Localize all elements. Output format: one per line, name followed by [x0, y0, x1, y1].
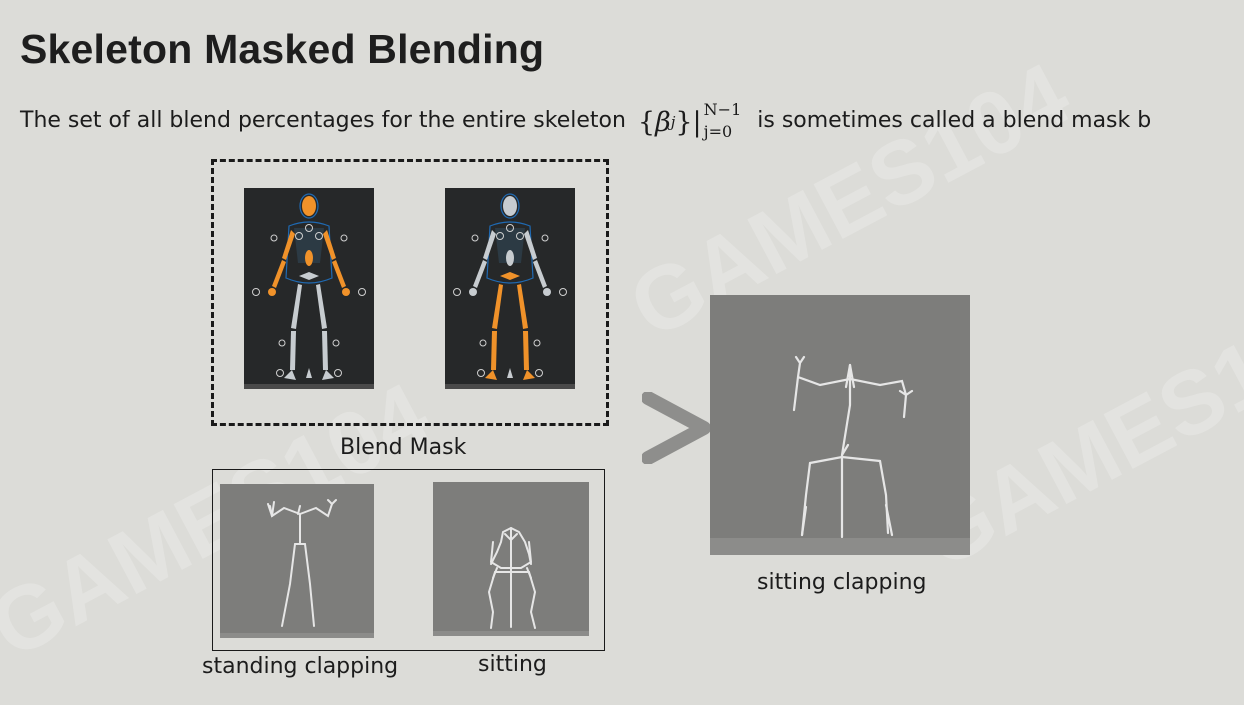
subtitle-text-before: The set of all blend percentages for the…: [20, 107, 626, 133]
sitting-animation: [433, 482, 589, 636]
lower-body-mask-figure: [445, 188, 575, 389]
formula-lower-limit: j=0: [703, 122, 733, 141]
slide-title: Skeleton Masked Blending: [20, 26, 545, 72]
sitting-clapping-label: sitting clapping: [757, 570, 927, 595]
formula-upper-limit: N−1: [703, 100, 742, 119]
blend-mask-label: Blend Mask: [340, 435, 467, 460]
standing-clapping-animation: [220, 484, 374, 638]
formula-limits: N−1 j=0: [703, 102, 742, 141]
formula-index: j: [670, 113, 676, 131]
subtitle-text-after: is sometimes called a blend mask b: [757, 107, 1152, 133]
blend-mask-lower-body-image: [445, 188, 575, 389]
blend-mask-upper-body-image: [244, 188, 374, 389]
formula-symbol: β: [655, 106, 671, 138]
blend-mask-box: [211, 159, 609, 426]
standing-clapping-label: standing clapping: [202, 654, 399, 679]
upper-body-mask-figure: [244, 188, 374, 389]
formula-open-brace: {: [637, 106, 656, 138]
sitting-skeleton: [433, 527, 589, 636]
standing-clapping-skeleton: [220, 499, 374, 638]
source-animations-box: [212, 469, 605, 651]
slide-subtitle: The set of all blend percentages for the…: [20, 102, 1152, 141]
sitting-clapping-animation: [710, 295, 970, 555]
formula-close-brace: }|: [675, 106, 702, 138]
sitting-clapping-skeleton: [710, 355, 970, 555]
sitting-label: sitting: [478, 652, 547, 677]
chevron-right-icon: [642, 392, 710, 464]
